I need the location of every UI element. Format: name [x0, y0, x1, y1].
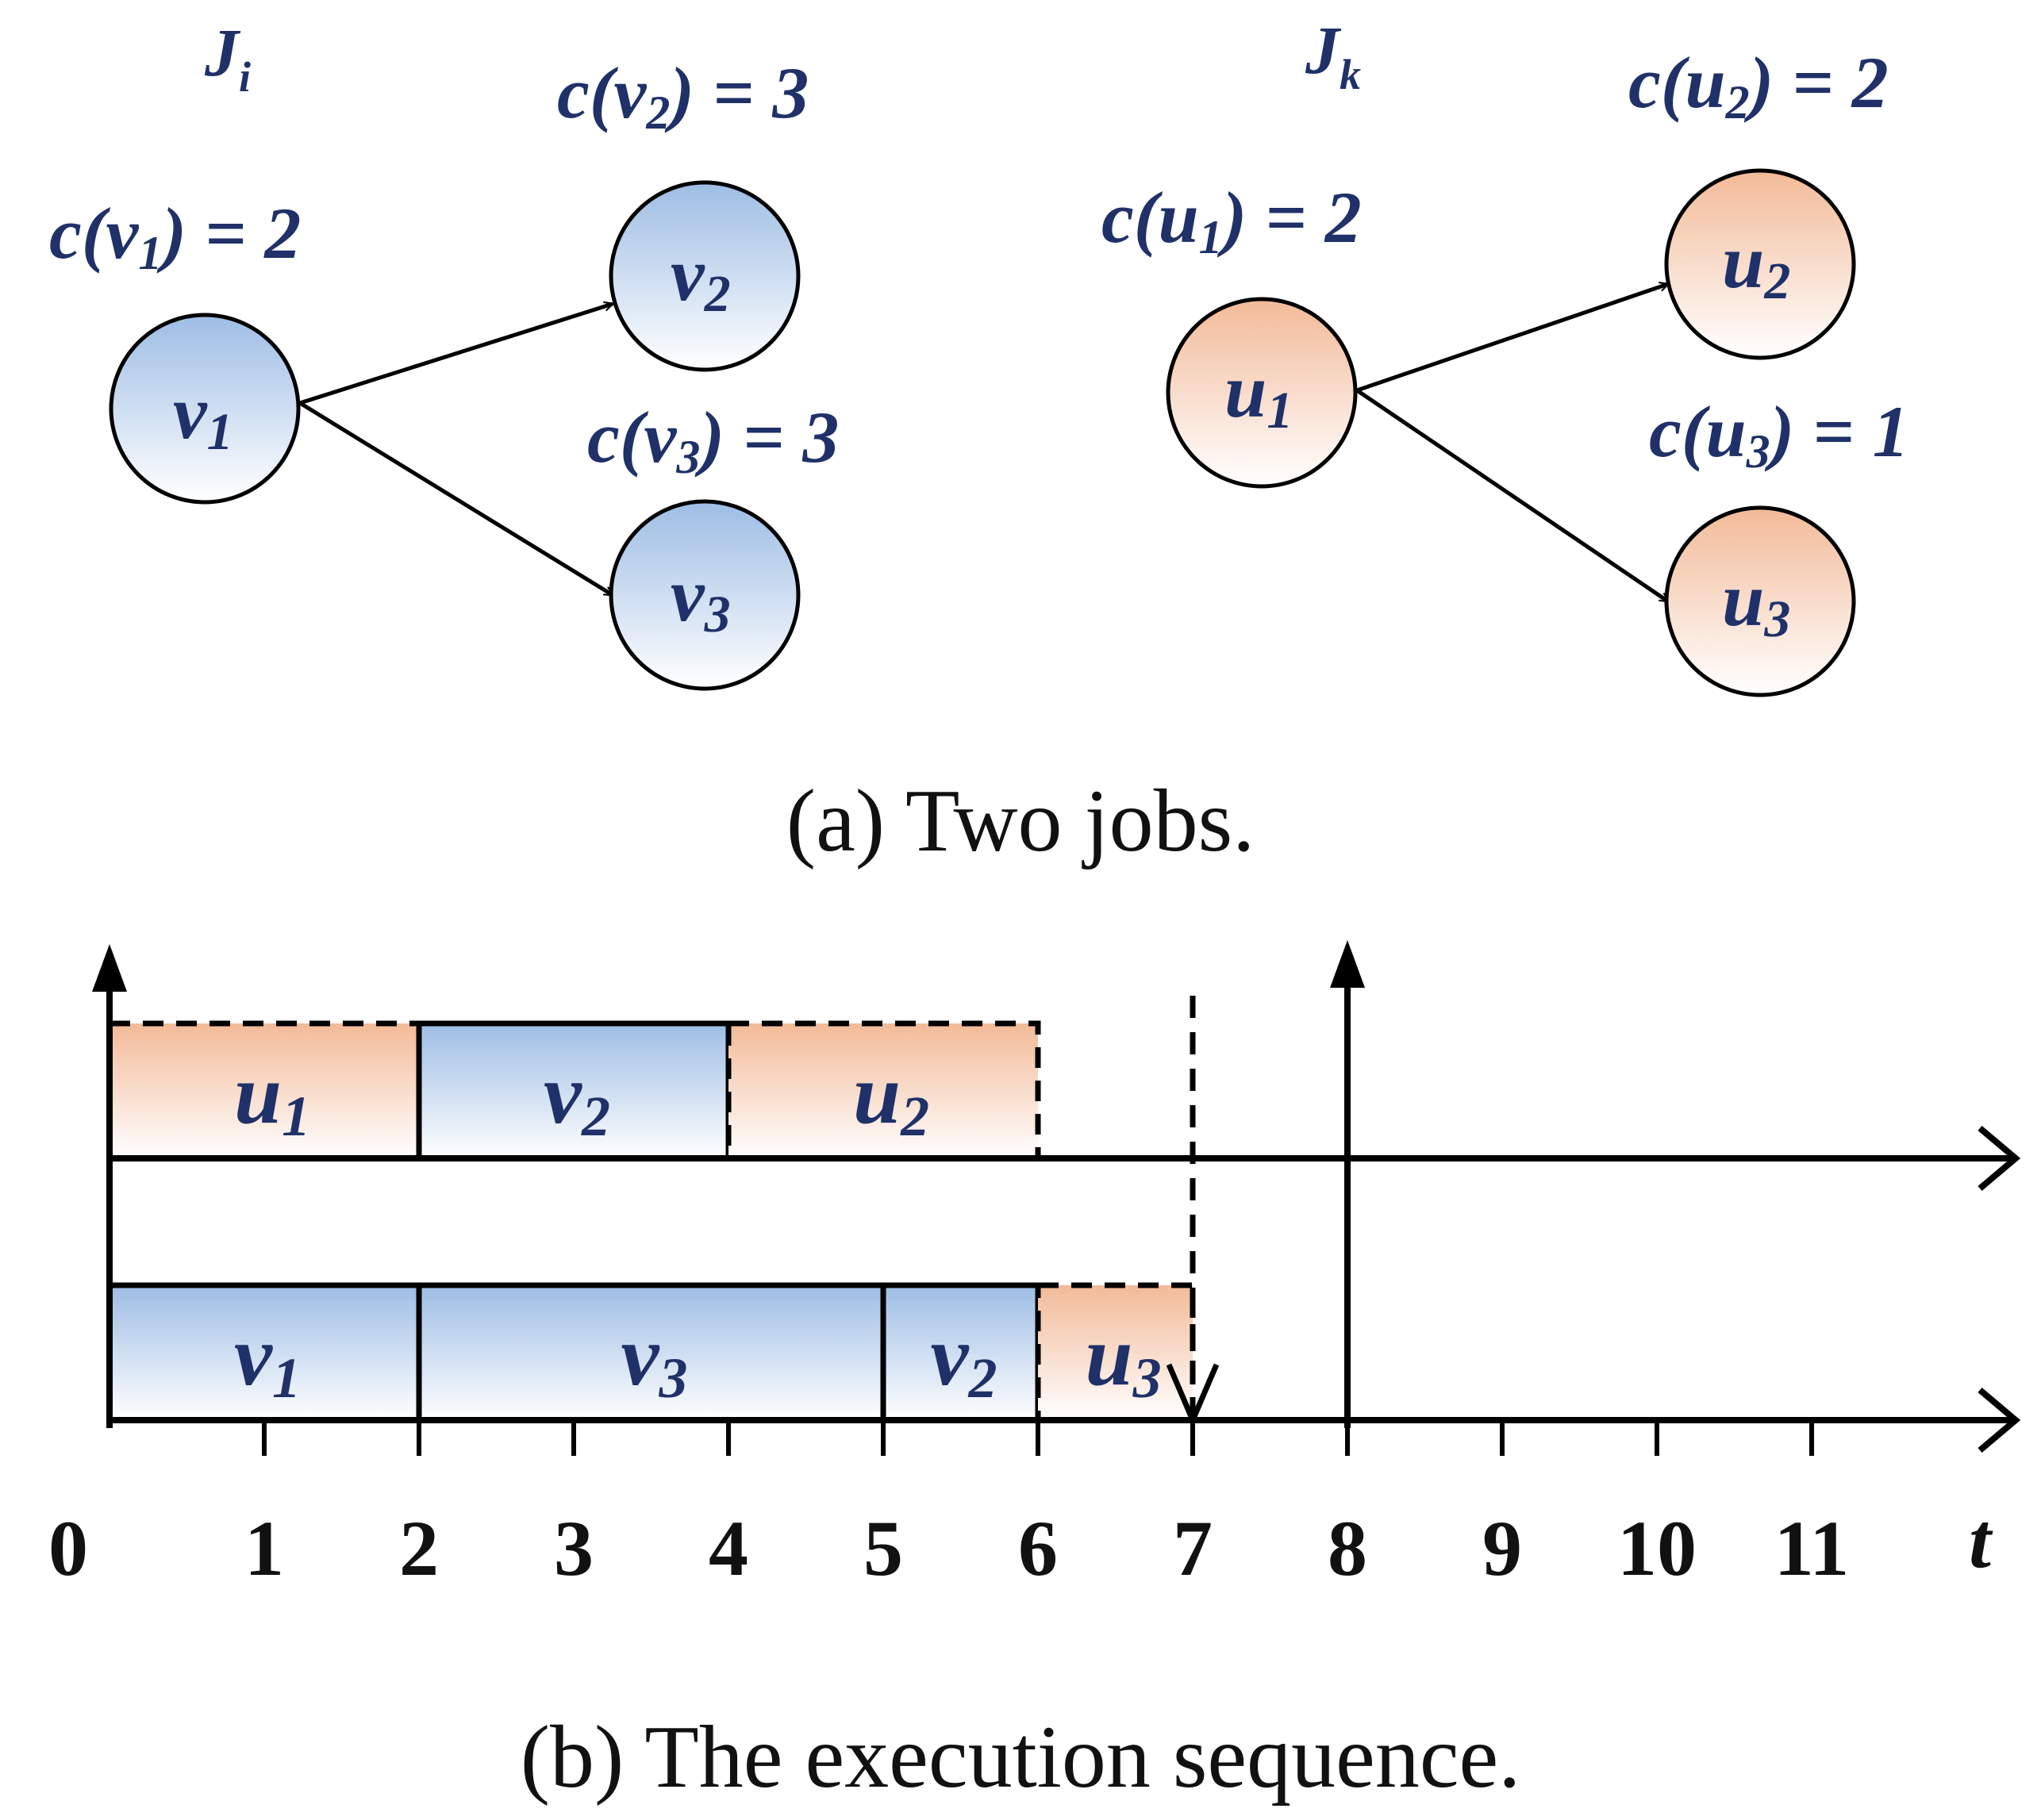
- time-axis-arrowhead-1: [1978, 1125, 2021, 1192]
- svg-text:v1: v1: [173, 370, 233, 461]
- node-v3: v3: [609, 499, 801, 691]
- edge-v1-v3: [298, 401, 613, 597]
- tick-label-6: 6: [1018, 1504, 1058, 1592]
- tick-label-0: 0: [48, 1504, 88, 1592]
- caption-b: (b) The execution sequence.: [521, 1708, 1521, 1807]
- timeline: u1 v2 u2 v1 v3 v2 u3 0 1 2 3 4 5 6 7 8 9 10 11 t: [48, 940, 2021, 1592]
- block-u2-processor-1: [725, 1020, 1041, 1161]
- cost-label-u2: c(u2) = 2: [1628, 42, 1889, 129]
- tick-label-3: 3: [554, 1504, 594, 1592]
- job-k-graph: Jk u1 u2 u3 c(u1) = 2 c: [1101, 12, 1909, 697]
- tick-label-9: 9: [1482, 1504, 1522, 1592]
- block-label-u3: u3: [1086, 1309, 1162, 1410]
- block-label-u1: u1: [234, 1047, 310, 1148]
- y-axis-arrowhead: [92, 944, 127, 992]
- tick-label-2: 2: [399, 1504, 439, 1592]
- node-v2: v2: [609, 180, 801, 372]
- time-axis-arrowhead-2: [1978, 1387, 2021, 1453]
- svg-text:v3: v3: [671, 552, 731, 643]
- block-label-u2: u2: [853, 1047, 929, 1148]
- time-axis-label: t: [1969, 1496, 1993, 1584]
- tick-label-8: 8: [1328, 1504, 1367, 1592]
- block-label-v2: v2: [931, 1309, 997, 1410]
- block-v3-processor-2: [416, 1282, 886, 1423]
- tick-label-1: 1: [244, 1504, 284, 1592]
- tick-label-7: 7: [1173, 1504, 1213, 1592]
- block-u3-processor-2: [1035, 1282, 1196, 1423]
- tick-label-11: 11: [1774, 1504, 1849, 1592]
- caption-a: (a) Two jobs.: [786, 772, 1255, 870]
- svg-text:u3: u3: [1722, 557, 1790, 648]
- block-label-v3: v3: [621, 1309, 688, 1410]
- job-k-title: Jk: [1305, 12, 1361, 98]
- node-u1: u1: [1166, 297, 1358, 489]
- block-v2-processor-2: [880, 1282, 1041, 1423]
- edge-u1-u2: [1356, 284, 1668, 393]
- cost-label-u1: c(u1) = 2: [1101, 177, 1362, 263]
- node-u2: u2: [1664, 168, 1856, 360]
- cost-label-v3: c(v3) = 3: [587, 397, 839, 483]
- edge-v1-v2: [299, 304, 613, 405]
- block-v1-processor-2: [106, 1282, 422, 1423]
- cost-label-u3: c(u3) = 1: [1649, 391, 1909, 478]
- block-label-v1: v1: [234, 1309, 301, 1410]
- block-label-v2: v2: [544, 1047, 610, 1148]
- job-i-graph: Ji v1 v2 v3 c(v1) = 2 c: [49, 14, 839, 691]
- job-i-title: Ji: [204, 14, 251, 101]
- tick-label-10: 10: [1617, 1504, 1697, 1592]
- svg-text:u2: u2: [1722, 219, 1790, 310]
- edge-u1-u3: [1355, 388, 1668, 604]
- svg-text:v2: v2: [671, 232, 731, 323]
- block-v2-processor-1: [416, 1020, 732, 1161]
- node-v1: v1: [109, 313, 301, 505]
- cost-label-v1: c(v1) = 2: [49, 193, 301, 279]
- deadline-arrowhead: [1330, 940, 1365, 988]
- node-u3: u3: [1664, 505, 1856, 697]
- cost-label-v2: c(v2) = 3: [557, 52, 809, 139]
- svg-text:u1: u1: [1224, 348, 1293, 440]
- tick-label-5: 5: [863, 1504, 903, 1592]
- tick-label-4: 4: [709, 1504, 748, 1592]
